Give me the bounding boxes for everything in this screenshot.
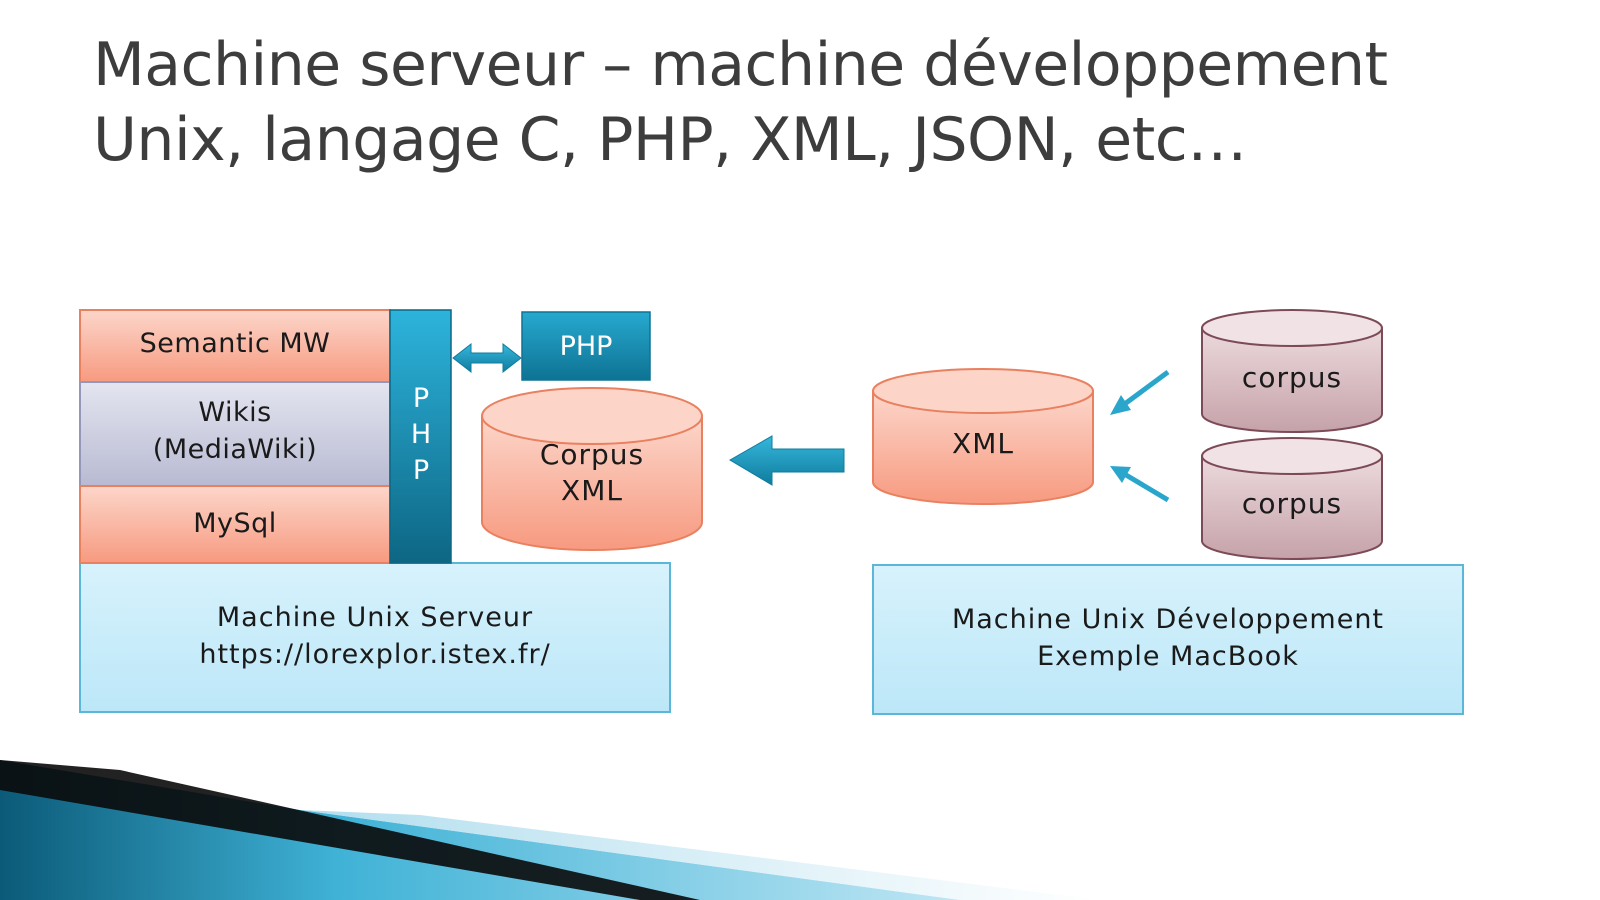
semantic-mw-label: Semantic MW (140, 328, 331, 359)
mysql-label: MySql (193, 508, 277, 539)
server-machine-url: https://lorexplor.istex.fr/ (199, 639, 550, 670)
xml-label: XML (952, 427, 1014, 460)
slide-title: Machine serveur – machine développement … (93, 28, 1553, 178)
xml-cylinder: XML (872, 368, 1094, 505)
title-line-1: Machine serveur – machine développement (93, 30, 1388, 100)
arrow-corpus-top-to-xml (1110, 369, 1170, 415)
wikis-layer: Wikis (MediaWiki) (79, 381, 391, 487)
corpus-xml-label-1: Corpus (540, 438, 644, 471)
corpus-bottom-label: corpus (1242, 487, 1342, 520)
corpus-top-label: corpus (1242, 361, 1342, 394)
server-machine-name: Machine Unix Serveur (217, 602, 533, 633)
php-vertical-letter-1: P (413, 383, 429, 414)
double-arrow (452, 342, 522, 374)
dev-machine-example: Exemple MacBook (1037, 641, 1299, 672)
php-box: PHP (521, 311, 651, 381)
wikis-label: Wikis (198, 397, 271, 428)
semantic-mw-layer: Semantic MW (79, 309, 391, 383)
corpus-cylinder-top: corpus (1201, 309, 1383, 433)
server-machine-box: Machine Unix Serveur https://lorexplor.i… (79, 562, 671, 713)
corpus-xml-label-2: XML (561, 474, 623, 507)
dev-machine-box: Machine Unix Développement Exemple MacBo… (872, 564, 1464, 715)
php-vertical-letter-2: H (411, 419, 431, 450)
decorative-swoosh (0, 760, 1100, 900)
php-box-label: PHP (560, 331, 613, 362)
arrow-corpus-bottom-to-xml (1110, 466, 1170, 503)
transfer-arrow-left (729, 435, 845, 486)
mysql-layer: MySql (79, 485, 391, 564)
php-vertical-letter-3: P (413, 455, 429, 486)
dev-machine-name: Machine Unix Développement (952, 604, 1384, 635)
title-line-2: Unix, langage C, PHP, XML, JSON, etc… (93, 105, 1247, 175)
corpus-cylinder-bottom: corpus (1201, 437, 1383, 560)
corpus-xml-cylinder: Corpus XML (481, 387, 703, 551)
php-vertical-bar: P H P (389, 309, 452, 564)
mediawiki-label: (MediaWiki) (153, 434, 317, 465)
